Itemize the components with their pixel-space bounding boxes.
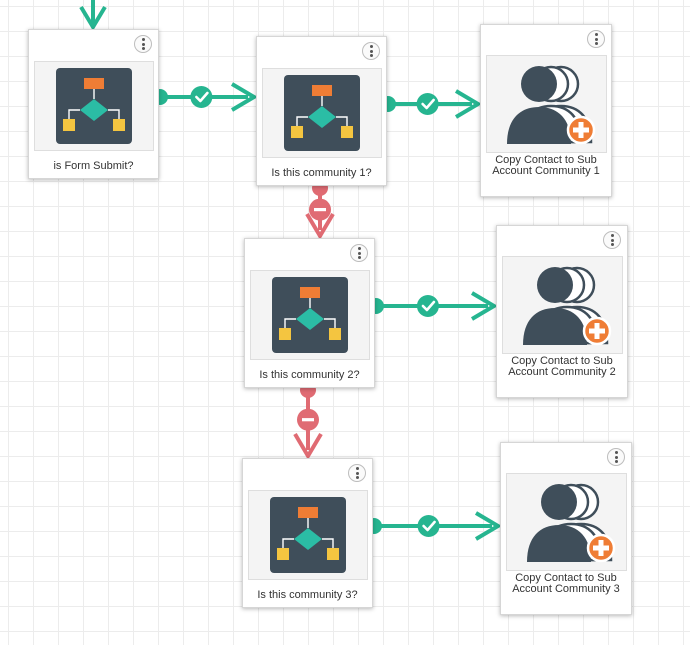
more-dots-icon bbox=[369, 45, 373, 49]
add-contact-group-icon bbox=[506, 65, 595, 145]
node-menu-button[interactable] bbox=[603, 231, 621, 249]
more-dots-icon bbox=[610, 234, 614, 238]
decision-flowchart-icon bbox=[56, 68, 132, 144]
node-icon-frame bbox=[506, 473, 627, 571]
arrowhead-icon bbox=[474, 511, 502, 541]
more-dots-icon bbox=[594, 33, 598, 37]
node-label: Copy Contact to Sub Account Community 1 bbox=[492, 154, 600, 177]
node-label: Is this community 2? bbox=[259, 369, 360, 381]
node-icon-frame bbox=[250, 270, 370, 360]
incoming-connector[interactable] bbox=[79, 0, 107, 31]
arrowhead-icon bbox=[305, 212, 335, 240]
node-label: Is this community 3? bbox=[257, 589, 358, 601]
no-connector[interactable] bbox=[305, 180, 335, 240]
decision-flowchart-icon bbox=[284, 75, 360, 151]
more-dots-icon bbox=[141, 38, 145, 42]
action-node-action-copy-2[interactable]: Copy Contact to Sub Account Community 2 bbox=[496, 225, 628, 398]
add-contact-group-icon bbox=[526, 483, 615, 563]
arrowhead-icon bbox=[454, 89, 482, 119]
node-icon-frame bbox=[248, 490, 368, 580]
check-icon bbox=[416, 93, 439, 115]
node-menu-button[interactable] bbox=[587, 30, 605, 48]
yes-connector[interactable] bbox=[152, 82, 258, 112]
node-label: is Form Submit? bbox=[53, 160, 134, 172]
check-icon bbox=[190, 86, 213, 108]
arrowhead-icon bbox=[230, 82, 258, 112]
decision-node-decision-community-1[interactable]: Is this community 1? bbox=[256, 36, 387, 186]
arrowhead-icon bbox=[293, 432, 323, 460]
node-icon-frame bbox=[486, 55, 607, 153]
no-connector[interactable] bbox=[293, 382, 323, 460]
arrowhead-icon bbox=[79, 5, 107, 31]
decision-node-decision-community-3[interactable]: Is this community 3? bbox=[242, 458, 373, 608]
decision-flowchart-icon bbox=[270, 497, 346, 573]
more-dots-icon bbox=[614, 451, 618, 455]
node-label: Is this community 1? bbox=[271, 167, 372, 179]
node-menu-button[interactable] bbox=[134, 35, 152, 53]
node-icon-frame bbox=[502, 256, 623, 354]
action-node-action-copy-1[interactable]: Copy Contact to Sub Account Community 1 bbox=[480, 24, 612, 197]
node-icon-frame bbox=[34, 61, 154, 151]
decision-node-decision-form-submit[interactable]: is Form Submit? bbox=[28, 29, 159, 179]
check-icon bbox=[416, 295, 439, 317]
more-dots-icon bbox=[357, 247, 361, 251]
more-dots-icon bbox=[355, 467, 359, 471]
action-node-action-copy-3[interactable]: Copy Contact to Sub Account Community 3 bbox=[500, 442, 632, 615]
node-label: Copy Contact to Sub Account Community 3 bbox=[512, 572, 620, 595]
node-menu-button[interactable] bbox=[362, 42, 380, 60]
yes-connector[interactable] bbox=[366, 511, 502, 541]
node-menu-button[interactable] bbox=[350, 244, 368, 262]
arrowhead-icon bbox=[470, 291, 498, 321]
node-label: Copy Contact to Sub Account Community 2 bbox=[508, 355, 616, 378]
node-menu-button[interactable] bbox=[607, 448, 625, 466]
add-contact-group-icon bbox=[522, 266, 611, 346]
check-icon bbox=[417, 515, 440, 537]
decision-flowchart-icon bbox=[272, 277, 348, 353]
node-icon-frame bbox=[262, 68, 382, 158]
node-menu-button[interactable] bbox=[348, 464, 366, 482]
yes-connector[interactable] bbox=[368, 291, 498, 321]
yes-connector[interactable] bbox=[380, 89, 482, 119]
decision-node-decision-community-2[interactable]: Is this community 2? bbox=[244, 238, 375, 388]
